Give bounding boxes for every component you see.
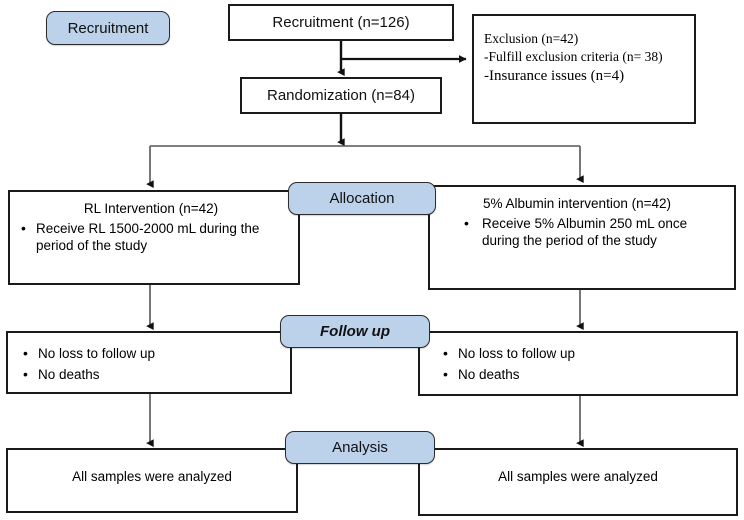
followup-left-bullets: No loss to follow up No deaths (16, 344, 282, 384)
stage-badge-allocation[interactable]: Allocation (288, 182, 436, 215)
exclusion-box: Exclusion (n=42) -Fulfill exclusion crit… (472, 14, 696, 124)
allocation-box-left: RL Intervention (n=42) Receive RL 1500-2… (8, 190, 300, 285)
list-item: No deaths (16, 365, 282, 384)
list-item: No loss to follow up (16, 344, 282, 363)
exclusion-heading: Exclusion (n=42) (484, 31, 579, 46)
stage-badge-followup-label: Follow up (320, 323, 390, 340)
randomization-box: Randomization (n=84) (240, 77, 442, 114)
recruitment-box: Recruitment (n=126) (228, 4, 454, 41)
analysis-right-text: All samples were analyzed (498, 469, 658, 484)
allocation-box-right: 5% Albumin intervention (n=42) Receive 5… (428, 185, 736, 290)
allocation-left-title: RL Intervention (n=42) (83, 201, 219, 216)
recruitment-count-label: Recruitment (n=126) (272, 13, 410, 31)
list-item: Receive RL 1500-2000 mL during the perio… (14, 219, 288, 255)
list-item: No loss to follow up (436, 344, 728, 363)
stage-badge-analysis[interactable]: Analysis (285, 431, 435, 464)
exclusion-reason-insurance: -Insurance issues (n=4) (484, 68, 625, 85)
list-item: No deaths (436, 365, 728, 384)
analysis-box-left: All samples were analyzed (6, 448, 298, 513)
analysis-left-text: All samples were analyzed (72, 469, 232, 484)
list-item: Receive 5% Albumin 250 mL once during th… (436, 214, 718, 250)
analysis-box-right: All samples were analyzed (418, 448, 738, 516)
allocation-right-title: 5% Albumin intervention (n=42) (483, 196, 671, 211)
stage-badge-analysis-label: Analysis (332, 439, 388, 456)
randomization-count-label: Randomization (n=84) (266, 86, 415, 104)
followup-box-right: No loss to follow up No deaths (418, 331, 738, 396)
allocation-right-bullets: Receive 5% Albumin 250 mL once during th… (436, 214, 718, 250)
exclusion-reason-criteria: -Fulfill exclusion criteria (n= 38) (484, 49, 663, 65)
followup-box-left: No loss to follow up No deaths (6, 331, 292, 394)
allocation-left-bullets: Receive RL 1500-2000 mL during the perio… (14, 219, 288, 255)
stage-badge-followup[interactable]: Follow up (280, 315, 430, 348)
stage-badge-recruitment-label: Recruitment (67, 19, 149, 37)
stage-badge-recruitment[interactable]: Recruitment (46, 11, 170, 45)
stage-badge-allocation-label: Allocation (329, 190, 395, 207)
followup-right-bullets: No loss to follow up No deaths (436, 344, 728, 384)
